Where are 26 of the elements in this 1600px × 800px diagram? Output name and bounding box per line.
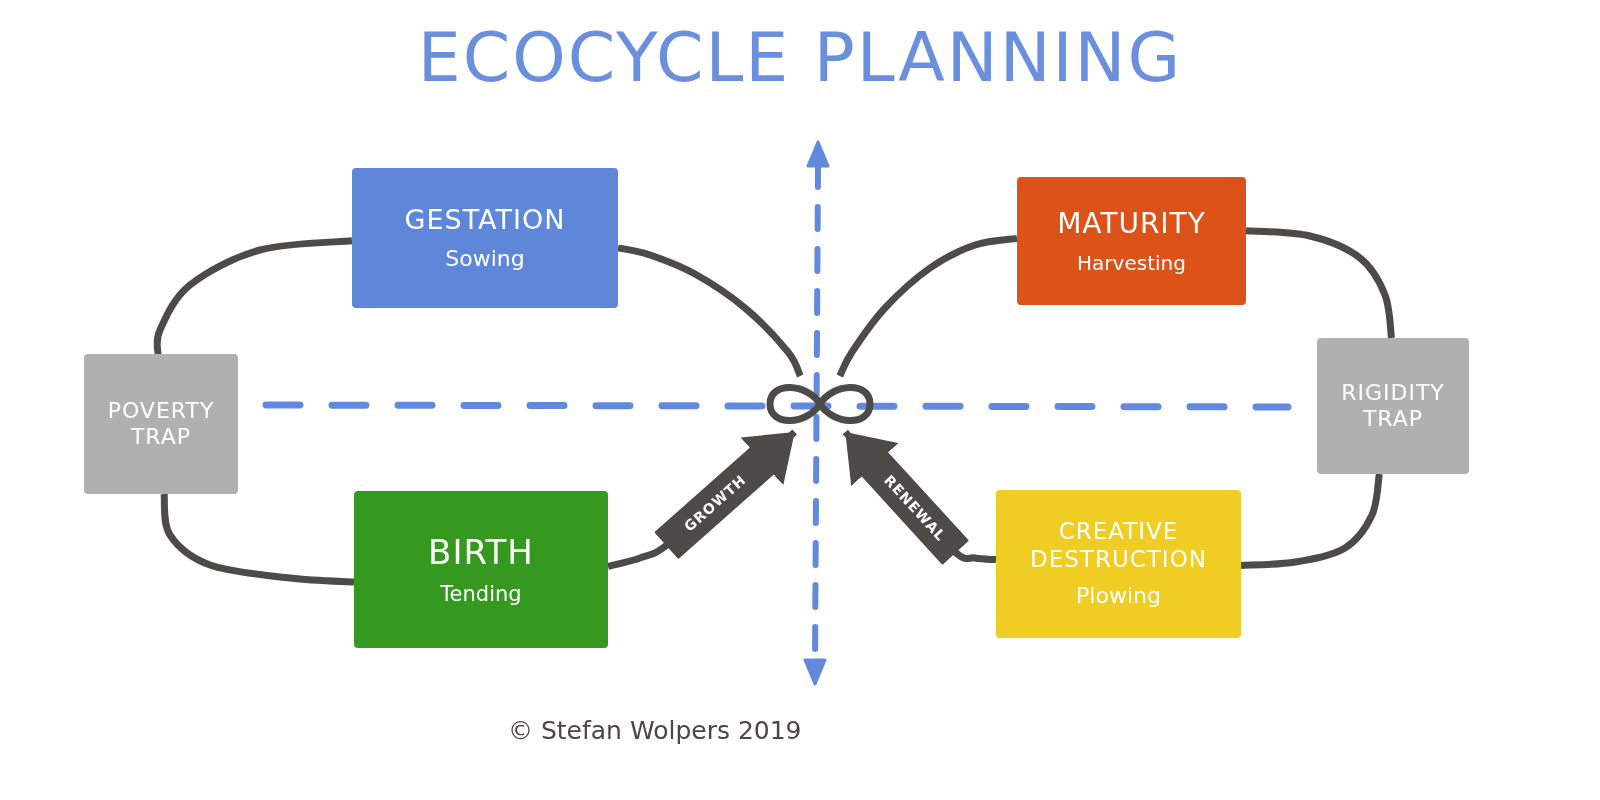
connector-line xyxy=(153,237,353,355)
stage-subtitle: Plowing xyxy=(1076,583,1161,610)
stage-subtitle: Sowing xyxy=(445,246,525,273)
connector-line xyxy=(160,493,355,586)
copyright-note: © Stefan Wolpers 2019 xyxy=(508,716,802,746)
connector-line xyxy=(1245,227,1395,339)
stage-title: GESTATION xyxy=(404,203,566,236)
arrow xyxy=(842,429,997,565)
trap-box xyxy=(84,354,238,494)
stage-box xyxy=(352,168,618,308)
stage-box xyxy=(996,490,1241,638)
stage-title: CREATIVE DESTRUCTION xyxy=(1029,518,1208,574)
stage-title: MATURITY xyxy=(1057,207,1206,241)
trap-label: RIGIDITY TRAP xyxy=(1340,379,1446,433)
diagram-title: ECOCYCLE PLANNING xyxy=(417,24,1183,92)
arrow xyxy=(607,429,798,570)
connector-line xyxy=(1240,473,1383,569)
stage-box xyxy=(1017,177,1246,305)
stage-subtitle: Tending xyxy=(440,582,522,608)
trap-box xyxy=(1317,338,1469,474)
stage-box xyxy=(354,491,608,648)
connector-line xyxy=(836,234,1018,378)
stage-title: BIRTH xyxy=(428,531,534,573)
connector-line xyxy=(617,244,804,378)
stage-subtitle: Harvesting xyxy=(1077,250,1186,275)
trap-label: POVERTY TRAP xyxy=(106,397,216,451)
